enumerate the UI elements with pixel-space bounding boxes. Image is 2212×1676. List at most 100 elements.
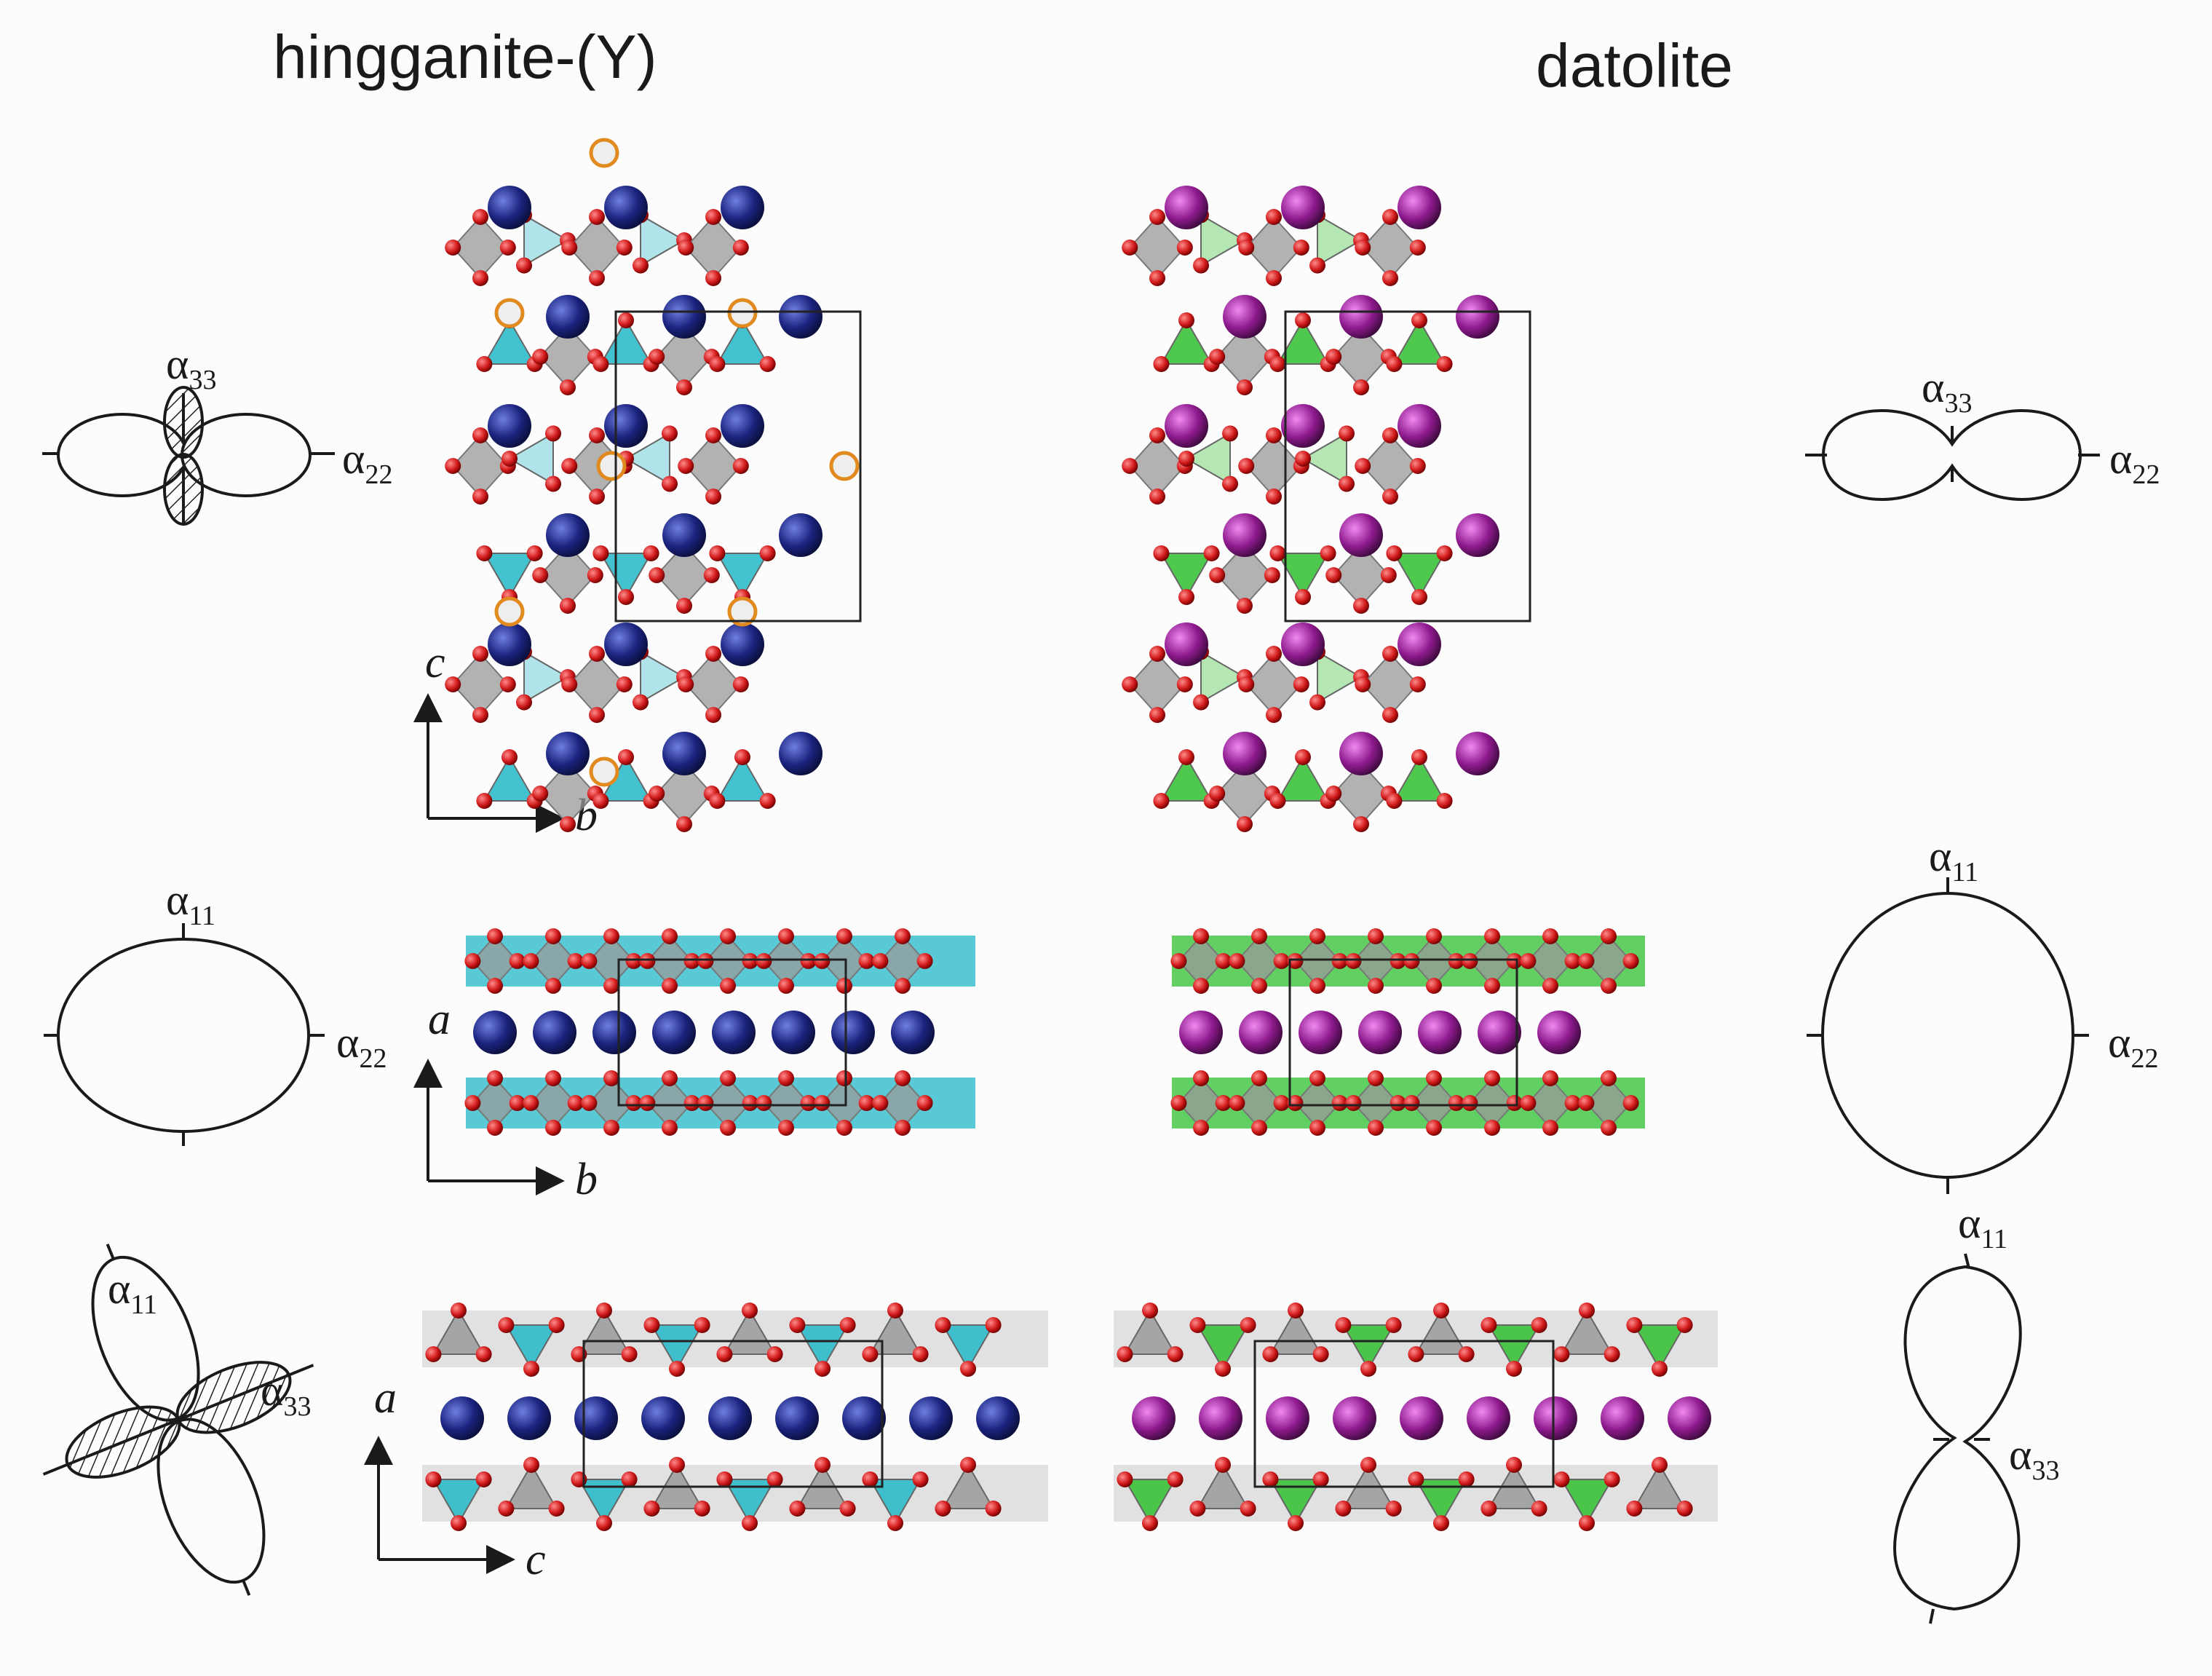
- oxygen-atom: [1601, 1120, 1617, 1136]
- oxygen-atom: [669, 1361, 685, 1377]
- oxygen-atom: [662, 475, 678, 492]
- cation-sphere: [909, 1396, 953, 1440]
- oxygen-atom: [1542, 1120, 1558, 1136]
- tetrahedron: [650, 1324, 704, 1371]
- oxygen-atom: [1167, 1346, 1184, 1362]
- oxygen-atom: [1193, 928, 1209, 944]
- oxygen-atom: [1458, 1346, 1475, 1362]
- oxygen-atom: [1339, 425, 1355, 442]
- oxygen-atom: [545, 475, 561, 492]
- oxygen-atom: [1484, 1070, 1500, 1086]
- tetrahedron: [1560, 1479, 1614, 1525]
- oxygen-atom: [1209, 786, 1226, 802]
- oxygen-atom: [487, 928, 503, 944]
- oxygen-atom: [509, 953, 526, 969]
- tetrahedron: [577, 1308, 631, 1355]
- oxygen-atom: [1601, 928, 1617, 944]
- oxygen-atom: [643, 545, 659, 561]
- oxygen-atom: [709, 356, 726, 372]
- oxygen-atom: [912, 1471, 929, 1487]
- cation-sphere: [546, 513, 590, 557]
- oxygen-atom: [516, 257, 532, 274]
- oxygen-atom: [592, 545, 609, 561]
- cation-sphere: [488, 404, 531, 448]
- oxygen-atom: [560, 598, 576, 614]
- oxygen-atom: [1601, 1070, 1617, 1086]
- oxygen-atom: [1360, 1361, 1376, 1377]
- oxygen-atom: [912, 1346, 929, 1362]
- oxygen-atom: [633, 694, 649, 711]
- oxygen-atom: [1215, 1457, 1231, 1473]
- oxygen-atom: [887, 1515, 903, 1531]
- oxygen-atom: [836, 1120, 852, 1136]
- tetrahedron: [796, 1324, 849, 1371]
- cation-sphere: [831, 1011, 875, 1054]
- oxygen-atom: [1579, 1515, 1595, 1531]
- oxygen-atom: [589, 707, 605, 723]
- cation-sphere: [708, 1396, 752, 1440]
- oxygen-atom: [676, 379, 692, 395]
- oxygen-atom: [509, 1095, 526, 1111]
- oxygen-atom: [1312, 1471, 1329, 1487]
- oxygen-atom: [1353, 598, 1369, 614]
- oxygen-atom: [789, 1317, 806, 1333]
- oxygen-atom: [1266, 427, 1282, 443]
- oxygen-atom: [603, 928, 619, 944]
- oxygen-atom: [639, 953, 656, 969]
- oxygen-atom: [1622, 953, 1639, 969]
- structure-hingganite-ab: [464, 928, 975, 1136]
- oxygen-atom: [1345, 1095, 1362, 1111]
- borate-tetrahedron: [523, 650, 570, 704]
- oxygen-atom: [1386, 356, 1403, 372]
- oxygen-atom: [1153, 545, 1170, 561]
- oxygen-atom: [1368, 928, 1384, 944]
- oxygen-atom: [1215, 953, 1232, 969]
- oxygen-atom: [532, 349, 549, 365]
- borate-tetrahedron: [483, 318, 536, 365]
- title-hingganite: hingganite-(Y): [273, 23, 657, 91]
- cation-sphere: [1333, 1396, 1376, 1440]
- oxygen-atom: [1386, 545, 1403, 561]
- oxygen-atom: [705, 427, 721, 443]
- oxygen-atom: [1578, 953, 1595, 969]
- oxygen-atom: [814, 1361, 831, 1377]
- oxygen-atom: [589, 489, 605, 505]
- oxygen-atom: [1603, 1346, 1620, 1362]
- oxygen-atom: [1676, 1317, 1693, 1333]
- oxygen-atom: [1520, 1095, 1537, 1111]
- cation-sphere: [891, 1011, 935, 1054]
- oxygen-atom: [1409, 676, 1426, 692]
- oxygen-atom: [1122, 240, 1138, 256]
- oxygen-atom: [662, 1120, 678, 1136]
- oxygen-atom: [1295, 749, 1311, 765]
- oxygen-atom: [1122, 676, 1138, 692]
- oxygen-atom: [1251, 1120, 1267, 1136]
- oxygen-atom: [1408, 1346, 1424, 1362]
- tetrahedron: [1123, 1308, 1177, 1355]
- oxygen-atom: [1287, 953, 1304, 969]
- oxygen-atom: [561, 458, 578, 474]
- oxygen-atom: [1380, 567, 1397, 583]
- oxygen-atom: [1382, 707, 1398, 723]
- borate-tetrahedron: [1276, 553, 1330, 599]
- oxygen-atom: [895, 1070, 911, 1086]
- oxygen-atom: [1331, 1095, 1348, 1111]
- oxygen-atom: [1287, 1095, 1304, 1111]
- oxygen-atom: [862, 1471, 879, 1487]
- oxygen-atom: [662, 978, 678, 994]
- oxygen-atom: [464, 1095, 481, 1111]
- label-a11-r2-left: α11: [166, 876, 215, 931]
- oxygen-atom: [705, 489, 721, 505]
- oxygen-atom: [589, 270, 605, 286]
- oxygen-atom: [1542, 928, 1558, 944]
- oxygen-atom: [1240, 1501, 1256, 1517]
- oxygen-atom: [532, 567, 549, 583]
- tetrahedron: [1196, 1463, 1250, 1509]
- cation-sphere: [842, 1396, 886, 1440]
- oxygen-atom: [523, 1457, 539, 1473]
- oxygen-atom: [1531, 1317, 1547, 1333]
- cation-sphere: [1398, 186, 1441, 229]
- oxygen-atom: [545, 425, 561, 442]
- oxygen-atom: [1409, 458, 1426, 474]
- oxygen-atom: [1122, 458, 1138, 474]
